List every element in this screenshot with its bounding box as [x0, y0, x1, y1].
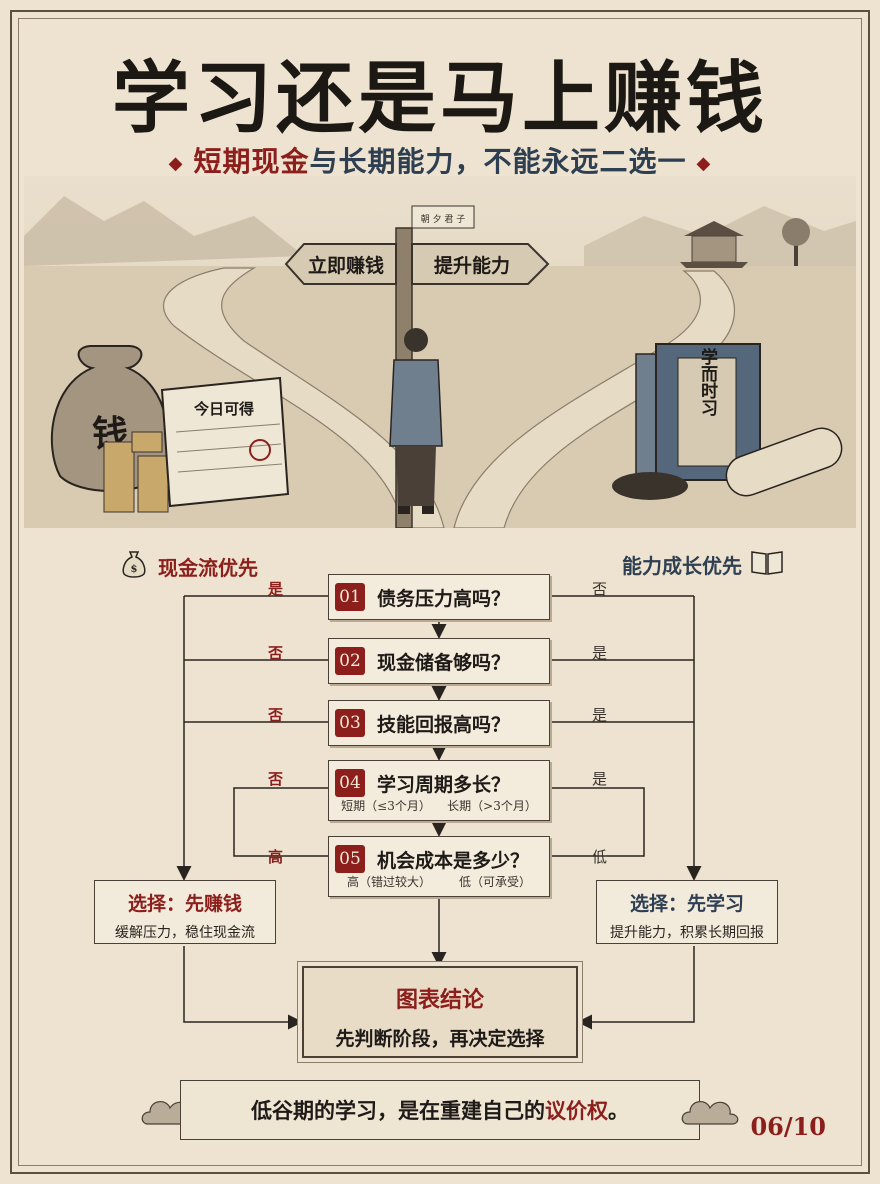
question-box-3: 03 技能回报高吗？	[328, 700, 550, 746]
outer-frame	[10, 10, 870, 1174]
dot-icon: ◆	[168, 153, 184, 174]
sign-left	[284, 243, 397, 285]
q4-left	[233, 787, 328, 857]
q2-right-label: 是	[592, 644, 608, 662]
sign-right	[411, 243, 550, 285]
mountains-left	[24, 196, 304, 266]
scroll	[725, 427, 843, 497]
side-label-growth-text: 能力成长优先	[622, 554, 742, 578]
bottom-banner: 低谷期的学习，是在重建自己的议价权。	[180, 1080, 700, 1140]
question-text: 技能回报高吗？	[377, 713, 511, 736]
subtitle-accent: 短期现金	[193, 145, 310, 178]
road-left	[162, 267, 445, 528]
left-choice-to-conclusion	[183, 946, 303, 1030]
q4-right-label: 是	[592, 770, 608, 788]
side-label-cash-text: 现金流优先	[158, 556, 258, 580]
calendar-text: 今日可得	[193, 400, 254, 418]
question-box-1: 01 债务压力高吗？	[328, 574, 550, 620]
road-right	[453, 270, 736, 528]
banner-suffix: 。	[608, 1098, 629, 1123]
right-choice-to-conclusion	[577, 946, 695, 1030]
choice-learn-sub: 提升能力，积累长期回报	[610, 925, 764, 941]
question-number: 01	[335, 583, 365, 611]
q4-left-label: 否	[268, 770, 284, 788]
q5-right-label: 低	[592, 848, 608, 866]
flag	[411, 205, 475, 229]
question-number: 04	[335, 769, 365, 797]
subtitle-rest: 与长期能力，不能永远二选一	[309, 145, 687, 178]
q3-right-label: 是	[592, 706, 608, 724]
choice-earn-title: 选择：先赚钱	[127, 893, 242, 915]
q3-left-label: 否	[268, 706, 284, 724]
money-bag-icon: $	[118, 548, 150, 585]
conclusion-text: 先判断阶段，再决定选择	[335, 1028, 545, 1050]
book-text: 学而时习	[697, 347, 718, 416]
question-text: 债务压力高吗？	[377, 587, 511, 610]
side-label-cash: $ 现金流优先	[118, 548, 258, 585]
svg-text:$: $	[131, 564, 138, 575]
question-box-4: 04 学习周期多长？ 短期（≤3个月） 长期（>3个月）	[328, 760, 550, 821]
q5-left-label: 高	[268, 848, 284, 866]
choice-learn-first: 选择：先学习 提升能力，积累长期回报	[596, 880, 778, 944]
question-text: 机会成本是多少？	[377, 849, 530, 872]
question-number: 02	[335, 647, 365, 675]
flag-text: 朝 夕 君 子	[421, 213, 466, 225]
question-number: 03	[335, 709, 365, 737]
question-box-2: 02 现金储备够吗？	[328, 638, 550, 684]
page-indicator: 06/10	[750, 1112, 826, 1141]
q2-left-label: 否	[268, 644, 284, 662]
option-low-cost: 低（可承受）	[458, 875, 531, 889]
inner-frame	[18, 18, 862, 1166]
sign-right-text: 提升能力	[434, 254, 510, 277]
question-number: 05	[335, 845, 365, 873]
flow-connectors	[176, 595, 702, 1030]
choice-learn-title: 选择：先学习	[629, 893, 744, 915]
question-text: 现金储备够吗？	[377, 651, 511, 674]
q1-left-label: 是	[268, 580, 284, 598]
question-box-5: 05 机会成本是多少？ 高（错过较大） 低（可承受）	[328, 836, 550, 897]
dot-icon: ◆	[696, 153, 712, 174]
q1-right-label: 否	[592, 580, 608, 598]
choice-earn-sub: 缓解压力，稳住现金流	[115, 925, 255, 941]
cloud-icon	[681, 1101, 739, 1125]
side-label-growth: 能力成长优先	[622, 548, 784, 581]
banner-accent: 议价权	[545, 1098, 608, 1123]
option-high-cost: 高（错过较大）	[346, 875, 431, 889]
q4-right	[550, 787, 645, 857]
open-book-icon	[750, 548, 784, 581]
option-short-term: 短期（≤3个月）	[341, 799, 431, 813]
sign-left-text: 立即赚钱	[308, 254, 384, 277]
banner-prefix: 低谷期的学习，是在重建自己的	[251, 1098, 545, 1123]
crossroads-illustration: 朝 夕 君 子 立即赚钱 提升能力 钱 今日可得 学而时习	[24, 176, 856, 528]
pavilion	[680, 221, 748, 268]
page-title: 学习还是马上赚钱	[111, 53, 768, 144]
choice-earn-first: 选择：先赚钱 缓解压力，稳住现金流	[94, 880, 276, 944]
tree	[782, 218, 810, 266]
subtitle: ◆ 短期现金与长期能力，不能永远二选一 ◆	[0, 140, 880, 180]
calendar: 今日可得	[160, 376, 290, 508]
scholar-figure	[389, 328, 443, 514]
coin-stack	[103, 431, 169, 513]
question-text: 学习周期多长？	[377, 773, 511, 796]
conclusion-box: 图表结论 先判断阶段，再决定选择	[302, 966, 578, 1058]
ink-stone	[612, 472, 688, 500]
conclusion-title: 图表结论	[395, 987, 484, 1013]
option-long-term: 长期（>3个月）	[447, 799, 537, 813]
